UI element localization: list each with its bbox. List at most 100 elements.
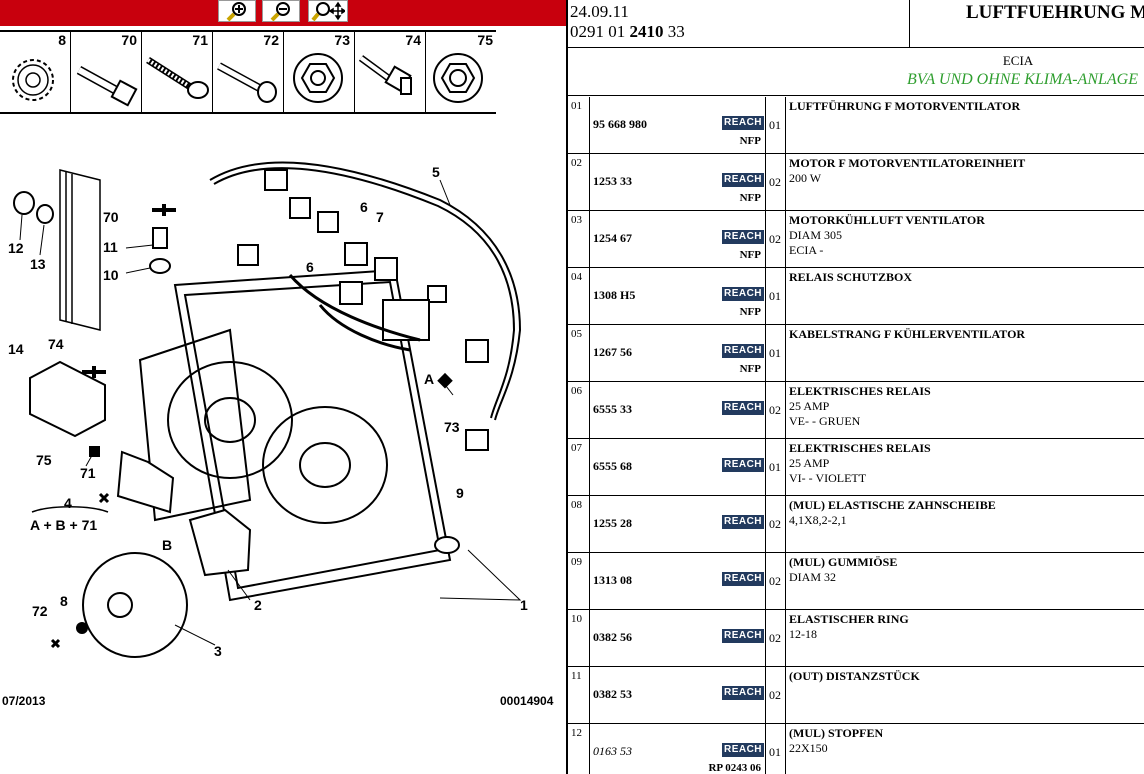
callout-1: 1 <box>520 597 528 613</box>
callout-4-formula: A + B + 71 <box>30 517 97 533</box>
quantity: 02 <box>769 232 781 246</box>
strip-cell[interactable]: 70 <box>71 32 142 112</box>
strip-cell[interactable]: 74 <box>355 32 426 112</box>
diagram-code: 00014904 <box>500 694 554 708</box>
nfp-label: NFP <box>739 249 761 261</box>
strip-cell[interactable]: 72 <box>213 32 284 112</box>
part-number[interactable]: 1267 56 <box>593 345 632 359</box>
strip-cell[interactable]: 71 <box>142 32 213 112</box>
strip-cell[interactable]: 75 <box>426 32 497 112</box>
part-cell: 6555 33 REACH <box>590 382 766 439</box>
page-title: LUFTFUEHRUNG MOTORVENTILATOR <box>966 2 1144 23</box>
part-spec: 12-18 <box>789 627 817 641</box>
qty-cell: 02 <box>766 154 786 211</box>
part-cell: 1254 67 REACH NFP <box>590 211 766 268</box>
quantity: 02 <box>769 517 781 531</box>
reach-badge[interactable]: REACH <box>722 629 764 643</box>
callout-3: 3 <box>214 643 222 659</box>
part-number[interactable]: 1254 67 <box>593 231 632 245</box>
panel-divider <box>566 0 568 774</box>
header-title-cell: LUFTFUEHRUNG MOTORVENTILATOR <box>910 0 1144 48</box>
reach-badge[interactable]: REACH <box>722 458 764 472</box>
callout-7: 7 <box>376 209 384 225</box>
part-spec: DIAM 32 <box>789 570 836 584</box>
nfp-label: NFP <box>739 135 761 147</box>
part-description: (MUL) STOPFEN <box>789 726 884 740</box>
reach-badge[interactable]: REACH <box>722 401 764 415</box>
part-number[interactable]: 1255 28 <box>593 516 632 530</box>
callout-75: 75 <box>36 452 52 468</box>
part-description: LUFTFÜHRUNG F MOTORVENTILATOR <box>789 99 1021 113</box>
callout-6: 6 <box>360 199 368 215</box>
header-date: 24.09.11 <box>570 2 629 21</box>
exploded-view-diagram: 5 6 7 6 70 11 10 12 13 14 74 75 71 4 A +… <box>8 161 528 659</box>
zoom-out-icon[interactable] <box>262 0 300 22</box>
part-number[interactable]: 1313 08 <box>593 573 632 587</box>
part-description: (MUL) ELASTISCHE ZAHNSCHEIBE <box>789 498 996 512</box>
part-number[interactable]: 0382 53 <box>593 687 632 701</box>
part-number[interactable]: 1253 33 <box>593 174 632 188</box>
part-description: ELASTISCHER RING <box>789 612 909 626</box>
part-number[interactable]: 0382 56 <box>593 630 632 644</box>
part-number[interactable]: 95 668 980 <box>593 117 647 131</box>
part-cell: 6555 68 REACH <box>590 439 766 496</box>
reach-badge[interactable]: REACH <box>722 686 764 700</box>
row-index: 05 <box>568 325 590 382</box>
row-index: 04 <box>568 268 590 325</box>
self-tapping-screw-icon <box>146 57 209 99</box>
bolt-icon <box>76 66 138 107</box>
part-cell: 0382 53 REACH <box>590 667 766 724</box>
reach-badge[interactable]: REACH <box>722 515 764 529</box>
strip-number: 72 <box>263 32 279 48</box>
nfp-label: NFP <box>739 192 761 204</box>
reach-badge[interactable]: REACH <box>722 344 764 358</box>
strip-cell[interactable]: 8 <box>0 32 71 112</box>
reach-badge[interactable]: REACH <box>722 572 764 586</box>
quantity: 01 <box>769 346 781 360</box>
part-cell: 1313 08 REACH <box>590 553 766 610</box>
callout-B: B <box>162 537 172 553</box>
subheader-engine: ECIA <box>1002 53 1034 68</box>
reach-badge[interactable]: REACH <box>722 743 764 757</box>
reach-badge[interactable]: REACH <box>722 116 764 130</box>
qty-cell: 01 <box>766 268 786 325</box>
zoom-pan-icon[interactable] <box>308 0 348 22</box>
description-cell: KABELSTRANG F KÜHLERVENTILATOR <box>786 325 1144 382</box>
strip-number: 8 <box>58 32 66 48</box>
reach-badge[interactable]: REACH <box>722 230 764 244</box>
callout-A: A <box>424 371 434 387</box>
part-description: ELEKTRISCHES RELAIS <box>789 384 931 398</box>
reach-badge[interactable]: REACH <box>722 173 764 187</box>
quantity: 01 <box>769 460 781 474</box>
part-number[interactable]: 6555 68 <box>593 459 632 473</box>
zoom-in-icon[interactable] <box>218 0 256 22</box>
row-index: 08 <box>568 496 590 553</box>
strip-number: 75 <box>477 32 493 48</box>
reach-badge[interactable]: REACH <box>722 287 764 301</box>
qty-cell: 02 <box>766 610 786 667</box>
part-description: KABELSTRANG F KÜHLERVENTILATOR <box>789 327 1026 341</box>
part-number[interactable]: 1308 H5 <box>593 288 636 302</box>
strip-cell[interactable]: 73 <box>284 32 355 112</box>
description-cell: LUFTFÜHRUNG F MOTORVENTILATOR <box>786 97 1144 154</box>
part-number[interactable]: 6555 33 <box>593 402 632 416</box>
part-number[interactable]: 0163 53 <box>593 744 632 758</box>
qty-cell: 02 <box>766 211 786 268</box>
